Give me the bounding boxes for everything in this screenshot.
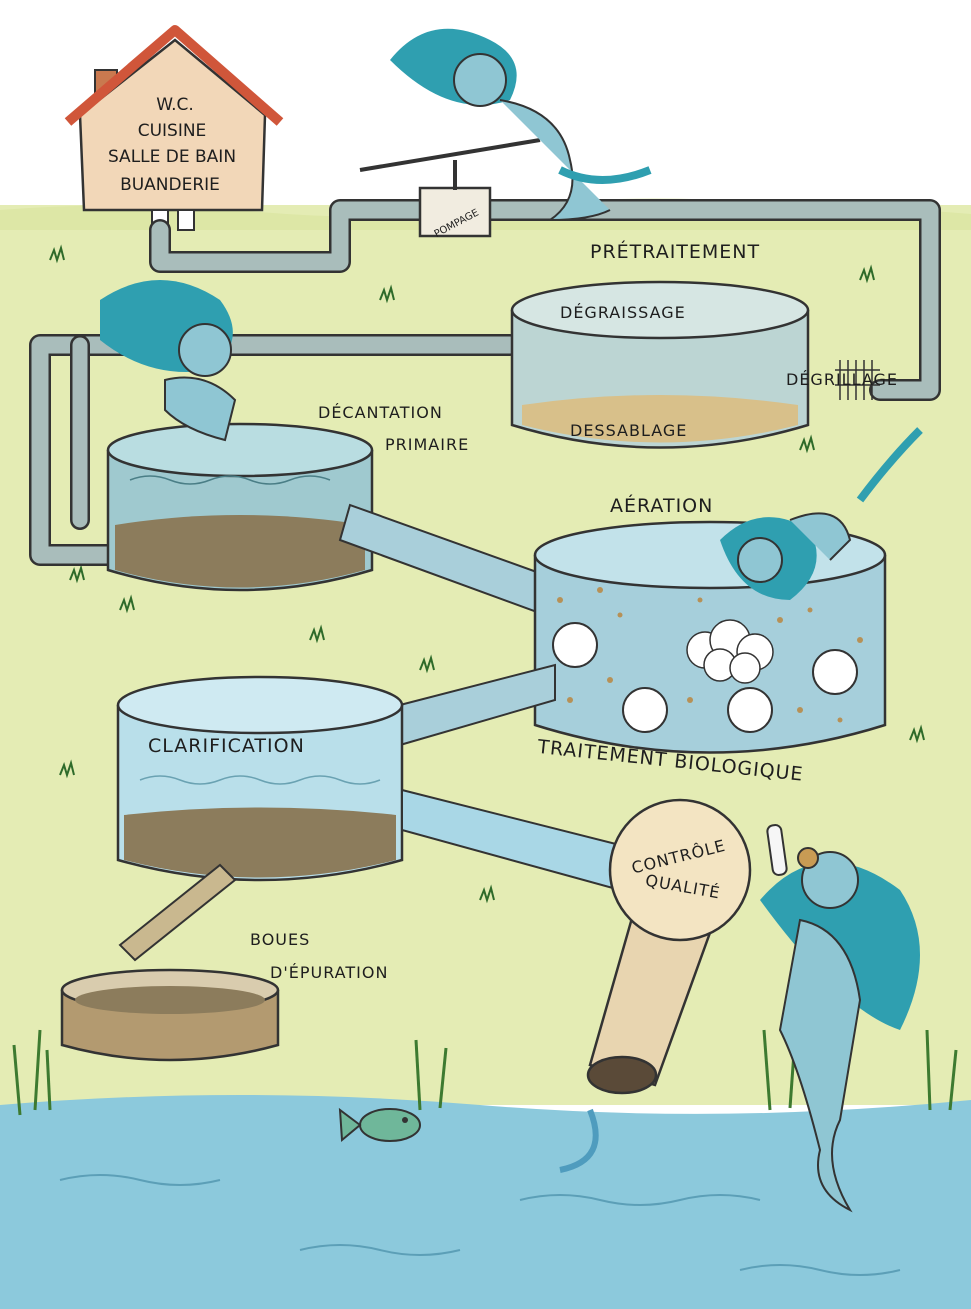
mermaid-primary-tank [100,280,237,442]
clarification-tank [116,675,404,882]
house-label-cuisine: CUISINE [138,121,207,141]
label-degraissage: DÉGRAISSAGE [560,303,686,322]
label-boues: BOUES [250,930,310,949]
house-label-wc: W.C. [156,95,194,115]
mermaid-pumping [390,28,652,222]
label-clarification: CLARIFICATION [148,735,305,757]
label-aeration: AÉRATION [610,494,713,517]
label-dessablage: DESSABLAGE [570,421,687,440]
degrillage-grid [835,360,880,400]
primary-tank [106,422,374,592]
grass-tufts [49,244,925,904]
label-epuration: D'ÉPURATION [270,963,388,982]
sludge-chute [118,863,237,962]
house-label-buanderie: BUANDERIE [120,175,220,195]
bacteria [552,622,858,733]
reeds [12,1029,958,1116]
label-decantation: DÉCANTATION [318,403,443,422]
label-degrillage: DÉGRILLAGE [786,370,898,389]
pump-handle [359,138,541,172]
magnifier [797,847,819,869]
mermaid-aeration [720,427,923,600]
fish [338,1107,421,1143]
house-wall [78,38,267,212]
particles [557,587,863,723]
aeration-bubbles [686,619,774,684]
house-roof [64,25,284,126]
river [0,1095,971,1309]
house: W.C. CUISINE SALLE DE BAIN BUANDERIE [64,25,284,231]
label-primaire: PRIMAIRE [385,435,469,454]
house-label-salle-de-bain: SALLE DE BAIN [108,147,236,167]
sludge-basin [60,968,280,1062]
pump: POMPAGE [359,138,541,240]
house-outlet-right [177,209,195,231]
pipe-network [29,199,941,566]
label-pretraitement: PRÉTRAITEMENT [590,240,760,263]
quality-control: CONTRÔLE QUALITÉ [586,798,752,1095]
control-sphere [608,798,752,942]
mermaid-quality-check [760,824,920,1213]
test-tube [766,824,788,876]
pretreatment-tank [510,280,880,449]
